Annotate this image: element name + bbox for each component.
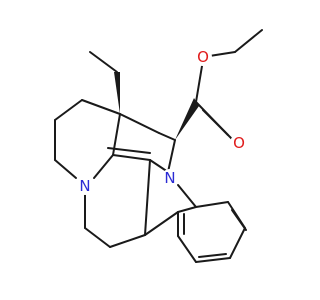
bond (81, 99, 121, 115)
bond (177, 184, 197, 208)
nitrogen-atom-label: N (164, 169, 175, 187)
oxygen-atom-label: O (233, 134, 245, 152)
wedge-bond (175, 98, 199, 140)
bond (158, 132, 176, 141)
nitrogen-atom-label: N (79, 177, 90, 195)
bond (198, 253, 227, 258)
oxygen-atom-label: O (197, 48, 209, 66)
atom-label-background (230, 134, 248, 152)
bond (231, 209, 247, 231)
bond (109, 234, 146, 248)
bond (107, 147, 151, 154)
bond-lines (54, 29, 263, 263)
bond (144, 159, 151, 236)
atom-label-background (76, 177, 94, 195)
bond (144, 211, 179, 236)
wedge-bonds (114, 72, 199, 140)
bond (119, 113, 160, 134)
bond (167, 139, 176, 173)
bond (229, 227, 246, 259)
bond (54, 159, 77, 179)
bond (112, 154, 151, 161)
molecule-structure-diagram: O O N N (54, 29, 263, 263)
bond (202, 109, 235, 142)
atom-labels: O O N N (76, 48, 248, 195)
bond (177, 235, 197, 263)
bond (234, 29, 263, 53)
atom-label-background (161, 169, 179, 187)
wedge-bond (114, 72, 120, 114)
bond (177, 206, 197, 213)
bond (93, 154, 114, 179)
bond (195, 257, 231, 263)
bond (195, 65, 203, 103)
bond (89, 51, 118, 73)
bond (195, 201, 229, 208)
bond (54, 99, 83, 121)
bond (84, 227, 111, 248)
bond (149, 159, 169, 173)
atom-label-background (194, 48, 212, 66)
